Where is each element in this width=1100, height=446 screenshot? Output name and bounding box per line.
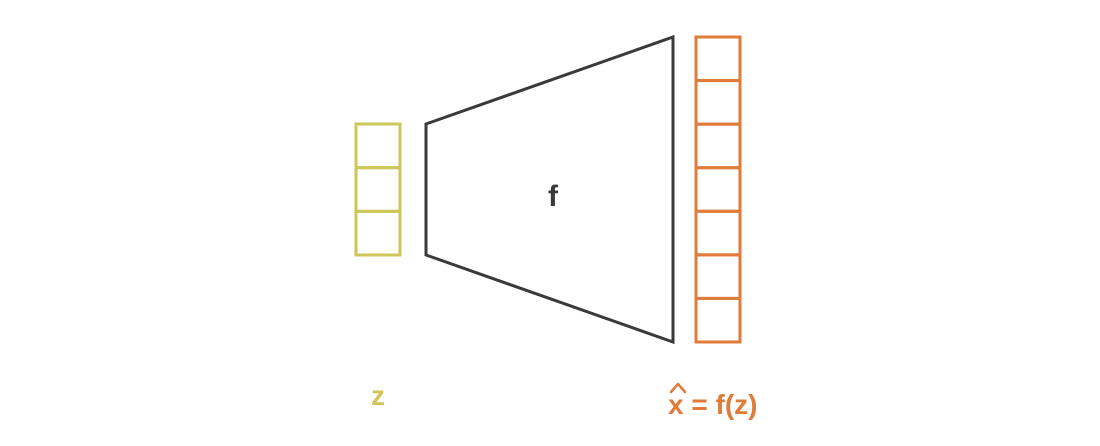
hat-accent-icon (669, 382, 687, 394)
function-trapezoid (424, 34, 675, 345)
output-vector-cell (694, 166, 742, 213)
input-label: z (371, 380, 385, 411)
output-label-text: x = f(z) (668, 389, 757, 420)
input-vector-cell (354, 209, 402, 257)
output-vector-cell (694, 79, 742, 126)
output-vector-cell (694, 209, 742, 257)
input-vector-z (354, 122, 402, 257)
output-vector-cell (694, 253, 742, 300)
output-vector-x-hat (694, 35, 742, 344)
output-label-symbol: x (668, 389, 684, 420)
output-label-rest: = f(z) (684, 389, 758, 420)
output-label: x = f(z) (668, 382, 757, 420)
function-label: f (548, 180, 559, 213)
output-vector-cell (694, 35, 742, 83)
output-vector-cell (694, 296, 742, 344)
output-vector-cell (694, 122, 742, 170)
input-vector-cell (354, 166, 402, 213)
input-vector-cell (354, 122, 402, 170)
